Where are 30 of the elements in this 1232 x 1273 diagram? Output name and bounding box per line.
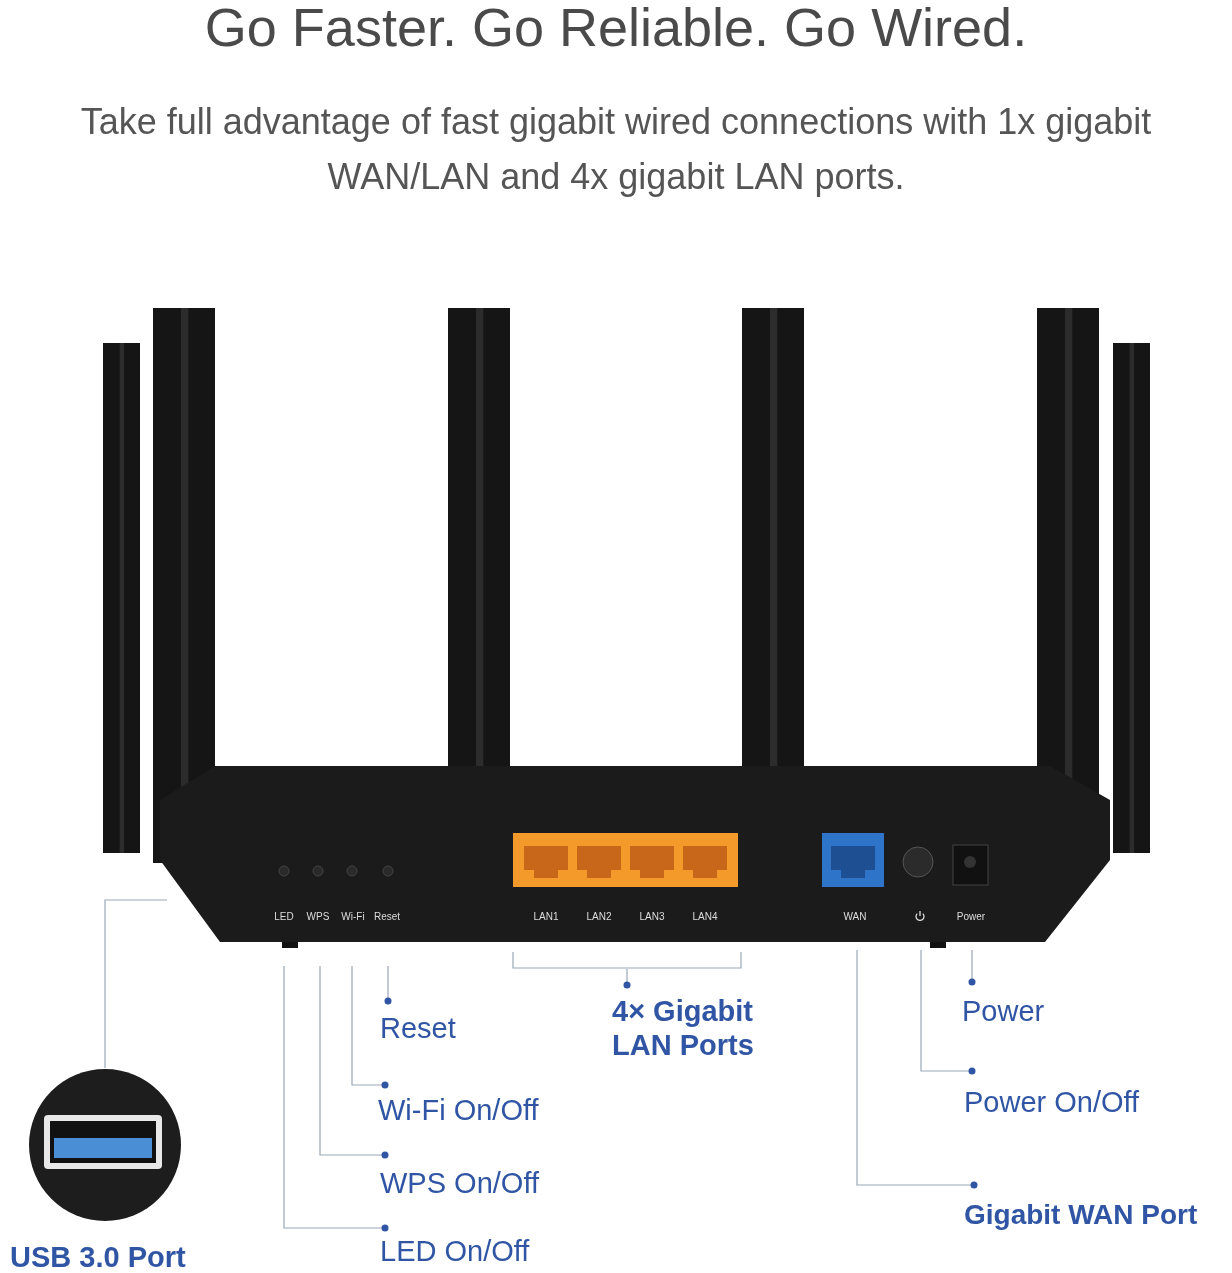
port-label: WAN [843,911,867,922]
callout-label: Reset [380,1011,457,1045]
port-label: LAN1 [533,911,559,922]
leader-line [856,949,978,1189]
callout-label: Wi-Fi On/Off [378,1093,540,1127]
port-label: WPS [306,911,330,922]
callout-label: LED On/Off [380,1234,531,1268]
callout-label: WPS On/Off [380,1166,540,1200]
callout-label: Power [962,994,1046,1028]
leader-line [384,965,392,1005]
port-label: LED [274,911,294,922]
port-label: LAN2 [586,911,612,922]
leader-line [283,965,389,1232]
port-label: Reset [373,911,401,922]
leader-line [968,949,976,986]
callout-label: Gigabit WAN Port [964,1198,1199,1232]
port-label: Wi-Fi [341,911,365,922]
leader-line [623,968,631,989]
leader-line [104,899,168,1069]
callout-label: USB 3.0 Port [10,1240,186,1273]
port-label: Power [956,911,986,922]
subtitle: Take full advantage of fast gigabit wired connections with 1x gigabit WAN/LAN and 4x gigabit LAN ports. [79,100,1153,199]
leader-line [319,965,389,1159]
callout-label: Power On/Off [964,1085,1141,1119]
port-label: LAN4 [692,911,718,922]
leader-line [351,965,389,1089]
leader-line [920,949,976,1075]
callout-label: 4× Gigabit LAN Ports [612,994,755,1062]
title: Go Faster. Go Reliable. Go Wired. [203,0,1029,58]
port-label: LAN3 [639,911,665,922]
